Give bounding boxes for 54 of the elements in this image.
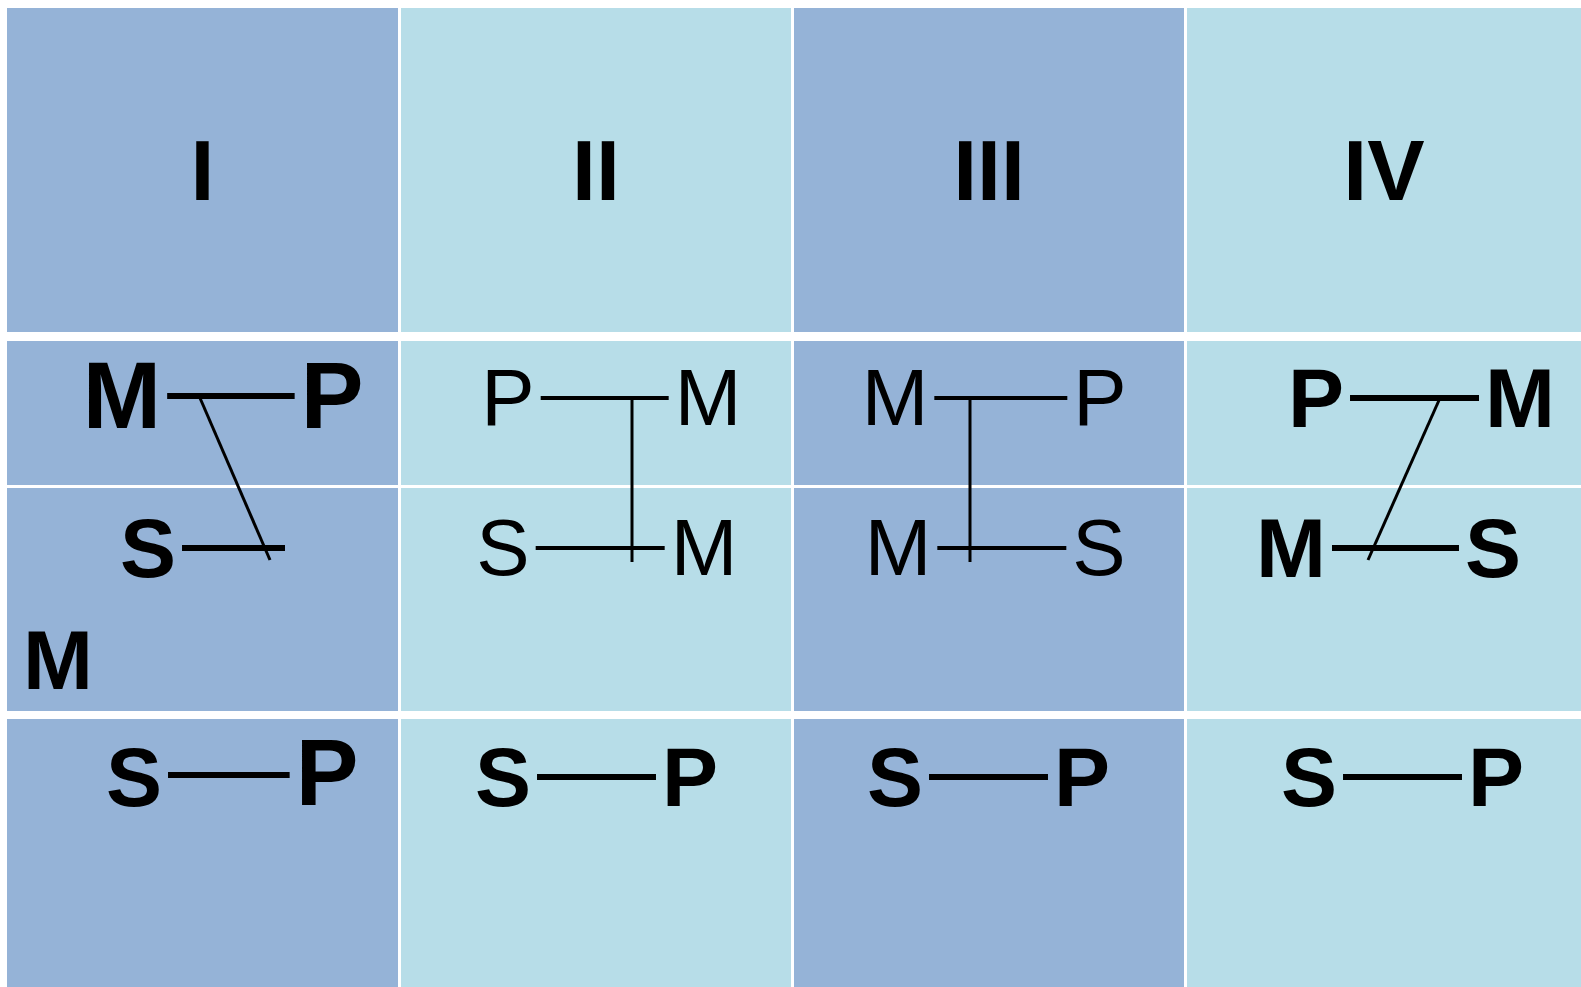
figure-number: III <box>953 127 1025 213</box>
term-letter: S <box>1066 508 1132 588</box>
term-letter: P <box>289 726 365 820</box>
column-heading-cell <box>1187 8 1581 332</box>
column-heading-cell <box>401 8 791 332</box>
term-letter: M <box>664 508 744 588</box>
connector-line <box>168 772 290 778</box>
term-letter: M <box>76 349 168 443</box>
table-cell <box>1187 488 1581 711</box>
connector-line <box>182 545 285 551</box>
table-cell <box>1187 719 1581 987</box>
term-letter: S <box>1275 735 1343 819</box>
term-letter: P <box>1282 356 1350 440</box>
term-letter: M <box>1479 356 1561 440</box>
table-cell <box>7 341 398 485</box>
term-letter: M <box>17 618 99 702</box>
connector-line <box>934 396 1068 400</box>
term-letter: M <box>1250 506 1332 590</box>
column-heading-cell <box>7 8 398 332</box>
term-letter: S <box>100 735 168 819</box>
term-letter: P <box>656 735 724 819</box>
term-letter: S <box>469 735 537 819</box>
figure-number: IV <box>1343 127 1425 213</box>
table-cell <box>7 719 398 987</box>
term-letter: P <box>1067 358 1133 438</box>
connector-line <box>535 546 665 550</box>
connector-line <box>1343 774 1462 780</box>
figure-number: I <box>190 127 215 213</box>
connector-line <box>167 393 295 399</box>
table-cell <box>794 719 1184 987</box>
column-heading-cell <box>794 8 1184 332</box>
term-letter: P <box>1048 735 1116 819</box>
term-letter: S <box>114 506 182 590</box>
connector-line <box>937 546 1067 550</box>
term-letter: P <box>1462 735 1530 819</box>
table-cell <box>401 719 791 987</box>
term-letter: S <box>861 735 929 819</box>
table-cell <box>794 341 1184 485</box>
connector-line <box>537 774 656 780</box>
term-letter: M <box>858 508 938 588</box>
term-letter: S <box>470 508 536 588</box>
table-cell <box>1187 341 1581 485</box>
table-cell <box>7 488 398 711</box>
figure-number: II <box>572 127 620 213</box>
table-cell <box>401 488 791 711</box>
term-letter: S <box>1459 506 1527 590</box>
term-letter: P <box>475 358 541 438</box>
table-cell <box>794 488 1184 711</box>
term-letter: M <box>668 358 748 438</box>
term-letter: P <box>294 349 370 443</box>
connector-line <box>929 774 1048 780</box>
table-cell <box>401 341 791 485</box>
connector-line <box>540 396 669 400</box>
term-letter: M <box>855 358 935 438</box>
